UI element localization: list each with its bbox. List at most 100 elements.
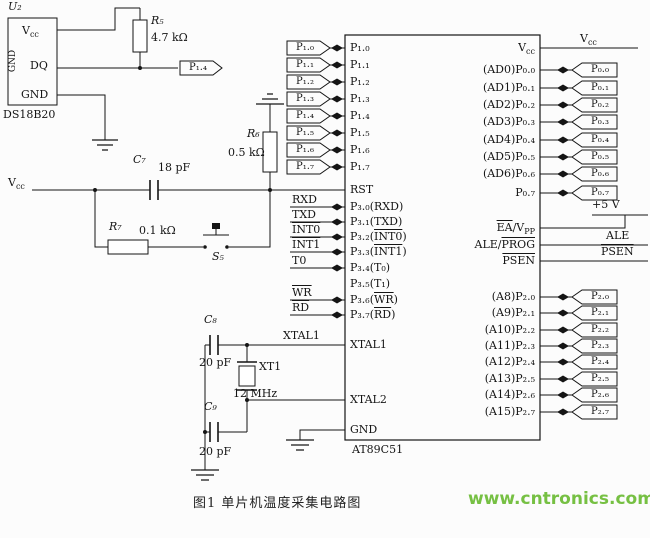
pin-p1-4: P₁.₄ (350, 109, 370, 122)
signal-wr: WR (292, 286, 312, 299)
pin-p2-4: (A12)P₂.₄ (484, 355, 535, 368)
flag-p0-7: P₀.₇ (591, 187, 609, 198)
psen-label: PSEN (601, 245, 634, 258)
ground-symbols (92, 93, 314, 481)
crystal-xt1 (237, 361, 257, 391)
pin-label-segment: WR (374, 293, 394, 306)
r6-value: 0.5 kΩ (228, 146, 265, 159)
pin-label-segment: ) (391, 308, 396, 321)
r7-designator: R₇ (109, 220, 122, 233)
flag-p0-3: P₀.₃ (591, 116, 609, 127)
pin-label-segment: RD (374, 308, 392, 321)
pin-p1-7: P₁.₇ (350, 160, 370, 173)
vcc-sub: cc (526, 47, 535, 57)
pin-label-segment: ) (402, 230, 407, 243)
signal-flags (179, 40, 618, 420)
flag-p1-7: P₁.₇ (296, 161, 314, 172)
pin-p1-3: P₁.₃ (350, 92, 370, 105)
vcc-base: V (22, 24, 30, 37)
ds18b20-body (7, 17, 58, 106)
pin-vcc-ic: Vcc (518, 41, 535, 56)
sensor-side-label: GND (8, 49, 19, 73)
pin-label-segment: EA (496, 221, 513, 234)
switch-button (212, 223, 220, 229)
vcc-sub: cc (587, 38, 597, 48)
pin-xtal1: XTAL1 (350, 338, 387, 351)
pin-p2-0: (A8)P₂.₀ (491, 290, 535, 303)
pin-label-segment: P₃.₂( (350, 230, 375, 243)
crystal-body (238, 365, 256, 387)
s5-designator: S₅ (212, 250, 224, 263)
flag-p1-1: P₁.₁ (296, 59, 314, 70)
junction-dots (93, 66, 272, 434)
r7-body (107, 239, 149, 255)
switch-contact-right (225, 245, 229, 249)
flag-p1-6: P₁.₆ (296, 144, 314, 155)
r5-designator: R₅ (151, 14, 164, 27)
flag-p0-4: P₀.₄ (591, 134, 609, 145)
pin-p0-3: (AD3)P₀.₃ (482, 115, 535, 128)
xtal1-external-label: XTAL1 (283, 329, 320, 342)
pin-p2-1: (A9)P₂.₁ (491, 306, 535, 319)
pin-label-segment: /V (512, 221, 525, 234)
flag-p2-0: P₂.₀ (591, 291, 609, 302)
vcc-sub: cc (15, 182, 25, 192)
flag-p2-6: P₂.₆ (591, 389, 609, 400)
vcc-label-right: Vcc (580, 32, 597, 47)
pin-p3-1: P₃.₁(TXD) (350, 215, 403, 228)
pin-label-segment: INT1 (374, 245, 403, 258)
r6-designator: R₆ (247, 127, 260, 140)
wires (32, 7, 648, 470)
pin-p3-5: P₃.₅(T₁) (350, 277, 391, 290)
switch-s5 (203, 223, 229, 249)
pin-rst: RST (350, 183, 374, 196)
flag-p1-4-dq: P₁.₄ (189, 62, 207, 73)
vcc-base: V (8, 176, 16, 189)
pin-label-segment: ALE/ (474, 238, 502, 251)
ground-lines (92, 93, 314, 481)
r5-value: 4.7 kΩ (151, 31, 188, 44)
pin-label-segment: P₃.₇( (350, 308, 375, 321)
pin-gnd: GND (350, 423, 378, 436)
pin-p0-1: (AD1)P₀.₁ (482, 81, 535, 94)
pin-p3-4: P₃.₄(T₀) (350, 261, 391, 274)
pin-p3-6: P₃.₆(WR) (350, 293, 398, 307)
flag-p0-1: P₀.₁ (591, 82, 609, 93)
pin-p2-3: (A11)P₂.₃ (484, 339, 535, 352)
signal-int0: INT0 (292, 223, 321, 236)
r5-body (132, 19, 148, 53)
pin-p2-6: (A14)P₂.₆ (484, 388, 535, 401)
vcc-base: V (518, 41, 527, 54)
pin-xtal2: XTAL2 (350, 393, 387, 406)
flag-p0-6: P₀.₆ (591, 168, 609, 179)
vcc-base: V (580, 32, 588, 45)
pin-label-segment: ) (402, 245, 407, 258)
c7-value: 18 pF (158, 161, 191, 174)
pin-p2-2: (A10)P₂.₂ (484, 323, 535, 336)
ale-label: ALE (606, 229, 630, 242)
watermark: www.cntronics.com (468, 489, 650, 509)
c8-value: 20 pF (199, 356, 232, 369)
pin-p3-0: P₃.₀(RXD) (350, 200, 404, 213)
pin-label-segment: PROG (501, 238, 536, 251)
flag-p0-5: P₀.₅ (591, 151, 609, 162)
pin-ale-prog: ALE/PROG (475, 238, 535, 252)
vcc-sub: cc (29, 30, 39, 40)
pin-p1-2: P₁.₂ (350, 75, 370, 88)
flag-p1-4: P₁.₄ (296, 110, 314, 121)
flag-p1-0: P₁.₀ (296, 42, 314, 53)
flag-p2-4: P₂.₄ (591, 356, 609, 367)
pin-label-segment: P₃.₆( (350, 293, 375, 306)
pin-p0-0: (AD0)P₀.₀ (482, 63, 535, 76)
pin-label-segment: PP (524, 227, 535, 237)
flag-p0-2: P₀.₂ (591, 99, 609, 110)
c9-value: 20 pF (199, 445, 232, 458)
ic-body (344, 34, 541, 441)
xt1-value: 12 MHz (233, 387, 278, 400)
pin-p0-5: (AD5)P₀.₅ (482, 150, 535, 163)
flag-p2-5: P₂.₅ (591, 373, 609, 384)
figure-caption: 图1 单片机温度采集电路图 (193, 496, 362, 511)
pin-p0-4: (AD4)P₀.₄ (482, 133, 535, 146)
switch-bar (203, 229, 229, 236)
